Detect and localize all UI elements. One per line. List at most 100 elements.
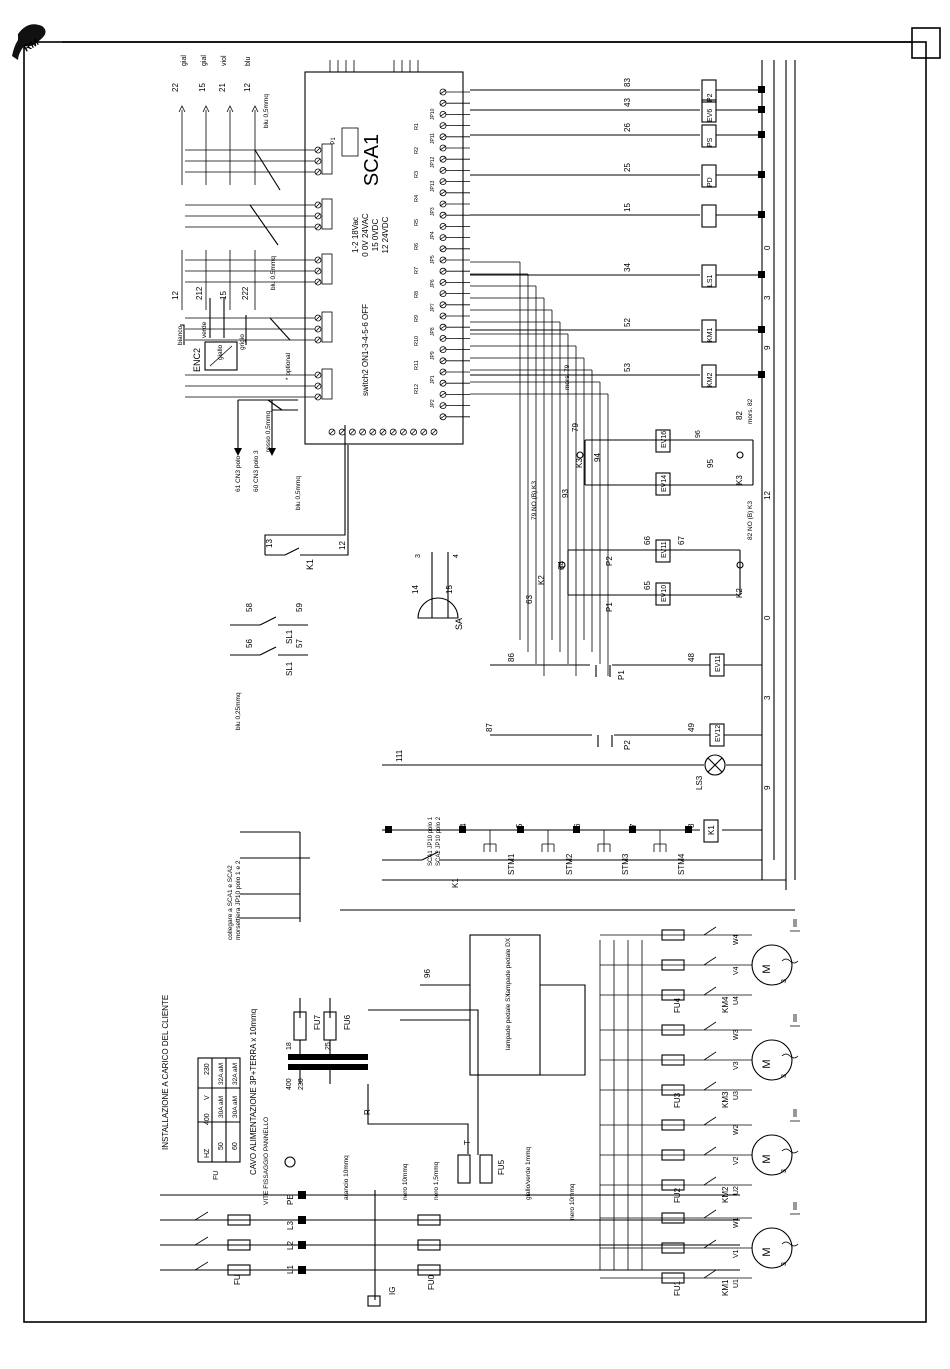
board-screw-bottom [379,428,387,436]
left-screw-slot [315,268,321,274]
motor-fuse [661,959,685,971]
rail-wire-label: 3 [763,295,772,300]
wire-label-22: 22 [171,83,180,92]
output-device-label: P2 [707,93,714,102]
sa-wire-14: 14 [411,585,420,594]
motor-phases: 3 [781,979,788,983]
motor-phases: 3 [781,1169,788,1173]
board-screw-slot [439,235,447,240]
fu6 [323,1011,337,1041]
cn-note-2: 60 CN3 polo 3 [253,450,260,492]
fu5-label: FU5 [497,1159,506,1175]
motor-fuse-label: FU3 [673,1092,682,1108]
left-top-wire-labels: 22 15 21 12 gial gial viol blu 12 212 15… [171,55,302,510]
k3-wire-82: 82 [735,411,744,420]
phase-l3: L3 [286,1221,295,1230]
k3-group: EV16 EV14 K3 K3 79 93 94 95 96 82 mors. … [531,364,754,520]
table-400: 400 [204,1113,211,1125]
board-screw-slot [439,336,447,341]
cn-note-1: 61 CN3 polo 4 [235,450,242,492]
left-connector-body [321,198,333,230]
top-wire-arrow [202,105,210,113]
motor-terminal-label: V2 [733,1156,740,1165]
wire-label-15b: 15 [219,291,228,300]
ev10-coil [655,582,671,606]
connector-label: JP1 [430,375,436,384]
left-terminal-groups [178,105,333,411]
connector-label: JP6 [430,279,436,288]
stm-node [517,826,524,833]
output-wire-label: 25 [623,163,632,172]
motor-earth [790,1109,800,1122]
table-r1c2: 32A aM [218,1063,225,1085]
lamps-left-label: lampade pedale SX [505,993,512,1050]
board-screw-bottom [359,428,367,436]
power-note-2: 0 0V 24VAC [361,213,370,257]
power-note-4: 12 24VDC [381,216,390,253]
fu0-fuse [417,1214,441,1226]
output-device [701,164,717,188]
ls3-lamp: LS3 111 [382,749,762,790]
board-screw-bottom [420,428,428,436]
left-screw-slot [315,202,321,208]
sca1-board: SCA1 1-2 18Vac 0 0V 24VAC 15 0VDC 12 24V… [304,71,464,445]
enc2-encoder: ENC2 bianco verde giallo grigio [177,298,247,372]
wire-label-12b: 12 [171,291,180,300]
motor-earth [790,919,800,932]
table-50: 50 [218,1142,225,1150]
table-r1c1: 30A aM [218,1096,225,1118]
board-screw-slot [439,358,447,364]
motor-fuse-label: FU1 [673,1280,682,1296]
k3-note-1: mors. 79 [564,364,571,390]
motor-contact [703,986,717,996]
output-device [701,264,717,288]
ig-handle [367,1295,381,1307]
ev16-label: EV16 [661,431,668,448]
board-screw-slot [439,268,447,274]
k2-wire-66: 66 [643,536,652,545]
output-wire-label: 15 [623,203,632,212]
connector-label: JP2 [430,399,436,408]
enc2-box [204,341,238,371]
bundle-tick [254,149,281,191]
output-device-label: PS [707,137,714,147]
cable-nero-10: nero 10mmq [402,1163,409,1200]
board-screw-bottom [399,428,407,436]
motor-fuse [661,1179,685,1191]
sl1-switches: SL1 SL1 58 59 56 57 blu 0,25mmq [230,603,308,730]
ev14-label: EV14 [661,475,668,492]
motor-ac-symbol [781,1053,799,1059]
stm-symbol [597,830,611,852]
board-screw-slot [350,429,355,435]
relay-label: R12 [414,384,420,394]
stm-wire-8: 8 [687,823,696,828]
drawing-frame [23,41,927,1323]
board-screw-slot [439,302,447,308]
phase-l1: L1 [286,1265,295,1274]
output-wire-label: 53 [623,363,632,372]
wire-49: 49 [687,723,696,732]
table-r2c1: 30A aM [232,1096,239,1118]
motor-fuse-label: FU4 [673,997,682,1013]
cable-nero-15: nero 1,5mmq [433,1161,440,1200]
board-screw-slot [439,190,447,196]
board-screw-slot [439,369,447,375]
k3-note-3: 79 NO (B) K3 [531,481,538,520]
board-screw-slot [439,145,447,151]
phase-terminal [298,1191,306,1199]
mains-switch [194,1261,209,1271]
stm3-label: STM3 [621,853,630,875]
cable-note-3: rosso 0,5mmq [265,410,272,452]
motor-fuse [661,1084,685,1096]
board-screw-slot [411,429,416,435]
stm-node [459,826,466,833]
optional-note: * optional [285,352,292,380]
wire-87: 87 [485,723,494,732]
k2-wire-65: 65 [643,581,652,590]
ev11-label-a: EV11 [661,541,668,558]
output-device-label: EV6 [707,109,714,122]
motor-terminal-label: W1 [733,1217,740,1228]
board-screw-slot [439,291,447,296]
motor-fuse [661,1054,685,1066]
